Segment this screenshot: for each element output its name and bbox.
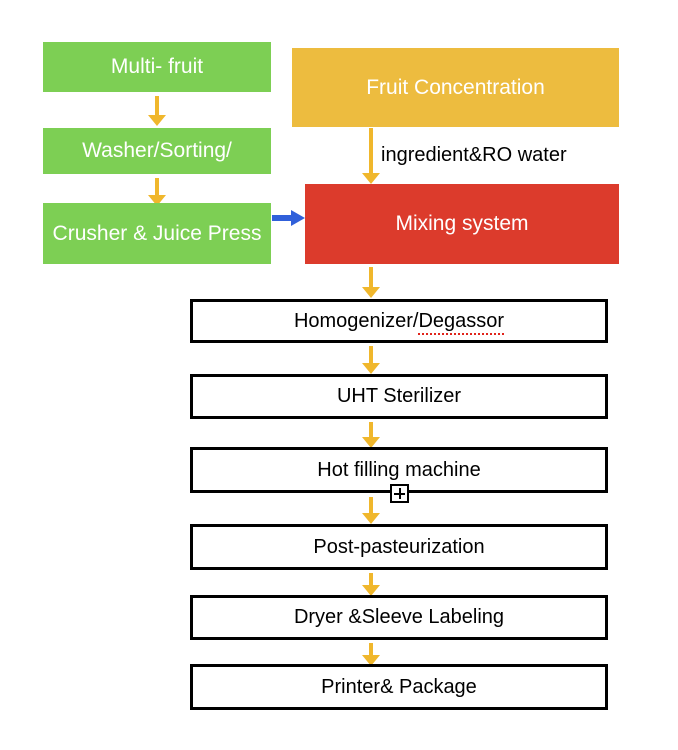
plus-icon-vertical-bar (398, 488, 401, 499)
node-mixing-system[interactable]: Mixing system (305, 184, 619, 264)
arrow-stem (369, 346, 373, 364)
node-multi-fruit[interactable]: Multi- fruit (43, 42, 271, 92)
edge-crusher-to-mixing (272, 210, 305, 226)
edge-homogenizer-to-uht (362, 346, 380, 374)
node-label: Hot filling machine (317, 458, 481, 481)
node-fruit-concentration[interactable]: Fruit Concentration (292, 48, 619, 127)
node-washer-sorting[interactable]: Washer/Sorting/ (43, 128, 271, 174)
arrow-head-icon (362, 655, 380, 666)
node-label: Mixing system (395, 212, 529, 236)
insert-row-handle[interactable] (390, 484, 409, 503)
node-crusher-juice-press[interactable]: Crusher & Juice Press (43, 203, 271, 264)
node-label: Post-pasteurization (313, 535, 485, 558)
node-post-pasteurization[interactable]: Post-pasteurization (190, 524, 608, 570)
arrow-head-icon (362, 173, 380, 184)
edge-label-ingredient-ro-water: ingredient&RO water (381, 144, 567, 167)
edge-uht-to-hot-filling (362, 422, 380, 448)
arrow-stem (369, 497, 373, 514)
arrow-stem (155, 96, 159, 116)
node-label: Washer/Sorting/ (82, 139, 232, 163)
arrow-stem (369, 573, 373, 586)
node-homogenizer-degassor[interactable]: Homogenizer/Degassor (190, 299, 608, 343)
arrow-head-icon (362, 437, 380, 448)
node-label: Crusher & Juice Press (52, 221, 262, 245)
node-uht-sterilizer[interactable]: UHT Sterilizer (190, 374, 608, 419)
edge-multi-fruit-to-washer (148, 96, 166, 126)
edge-dryer-to-printer (362, 643, 380, 666)
arrow-stem (272, 215, 293, 221)
arrow-head-icon (148, 115, 166, 126)
arrow-head-icon (148, 195, 166, 206)
node-printer-package[interactable]: Printer& Package (190, 664, 608, 710)
arrow-head-icon (362, 287, 380, 298)
node-label: Dryer &Sleeve Labeling (293, 606, 505, 629)
arrow-stem (155, 178, 159, 196)
arrow-stem (369, 643, 373, 656)
edge-post-pasteurization-to-dryer (362, 573, 380, 596)
node-label: Homogenizer/Degassor (293, 309, 505, 335)
node-label: Multi- fruit (110, 55, 204, 79)
edge-label-text: ingredient&RO water (381, 144, 567, 166)
arrow-head-icon (362, 363, 380, 374)
arrow-head-icon (291, 210, 305, 226)
node-dryer-sleeve-labeling[interactable]: Dryer &Sleeve Labeling (190, 595, 608, 640)
node-label-part-1: Homogenizer/ (293, 309, 419, 332)
arrow-stem (369, 422, 373, 438)
node-label: UHT Sterilizer (336, 385, 462, 408)
arrow-stem (369, 128, 373, 173)
arrow-head-icon (362, 513, 380, 524)
edge-concentration-to-mixing (362, 128, 380, 184)
edge-mixing-to-homogenizer (362, 267, 380, 298)
arrow-head-icon (362, 585, 380, 596)
edge-hot-filling-to-post-pasteurization (362, 497, 380, 524)
node-label: Fruit Concentration (366, 75, 545, 99)
arrow-stem (369, 267, 373, 288)
node-label: Printer& Package (321, 675, 477, 698)
edge-washer-to-crusher (148, 178, 166, 206)
node-label-misspelled-word: Degassor (418, 309, 505, 335)
